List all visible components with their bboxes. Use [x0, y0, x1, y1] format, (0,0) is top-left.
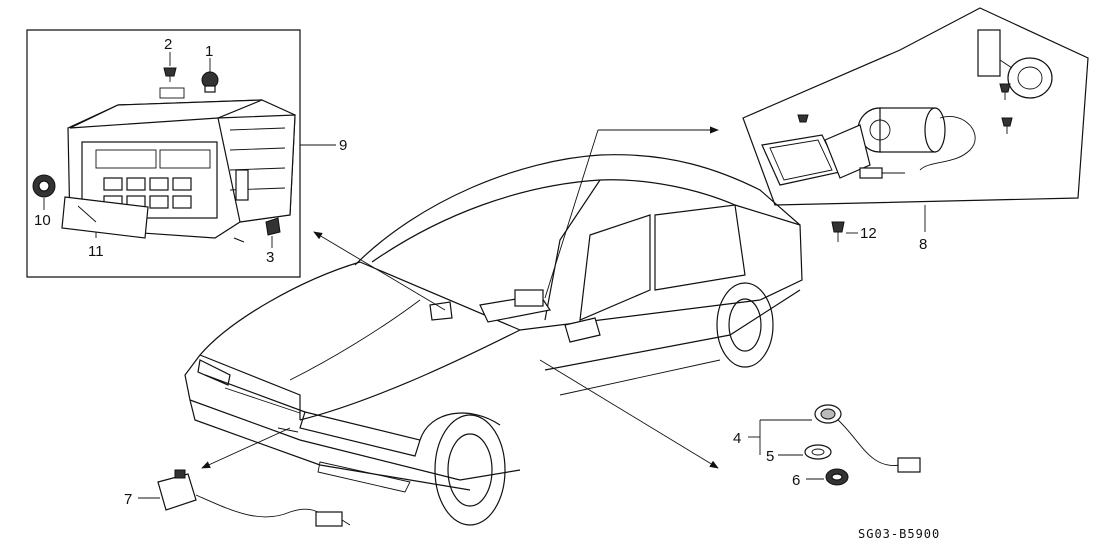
callout-5: 5	[766, 448, 774, 465]
callout-3: 3	[266, 249, 274, 266]
part-6-nut[interactable]	[825, 468, 849, 486]
diagram-code: SG03-B5900	[858, 527, 940, 541]
part-1-bulb[interactable]	[201, 71, 219, 93]
car-body	[184, 154, 803, 526]
part-12-screw[interactable]	[831, 221, 845, 242]
screw-b	[999, 83, 1011, 100]
callout-2: 2	[164, 36, 172, 53]
blower-motor-assembly[interactable]	[761, 107, 976, 186]
screw-c	[1001, 117, 1013, 134]
part-5-grommet[interactable]	[804, 444, 832, 460]
callout-7: 7	[124, 491, 132, 508]
blower-motor-box	[742, 7, 1089, 206]
arrow-to-switch	[201, 427, 291, 469]
part-3-clip[interactable]	[265, 217, 281, 236]
screw-a	[797, 114, 809, 123]
part-7-switch[interactable]	[157, 469, 351, 527]
heater-control-unit[interactable]	[67, 87, 296, 239]
part-10-knob[interactable]	[32, 174, 56, 198]
arrow-to-heater-control	[313, 231, 446, 311]
callout-8: 8	[919, 236, 927, 253]
sensor-group: 4 5 6	[733, 404, 921, 489]
switch-harness-group: 7	[124, 469, 351, 527]
arrow-to-blower-motor	[544, 129, 599, 299]
part-11-lens[interactable]	[61, 196, 149, 239]
blower-resistor[interactable]	[977, 29, 1053, 99]
callout-12: 12	[860, 225, 877, 242]
heater-control-group: 1 2 3 9 10 11	[26, 29, 347, 278]
callout-9: 9	[339, 137, 347, 154]
callout-6: 6	[792, 472, 800, 489]
callout-10: 10	[34, 212, 51, 229]
part-2-screw[interactable]	[163, 67, 177, 82]
part-4-sensor[interactable]	[814, 404, 921, 473]
callout-11: 11	[88, 243, 104, 260]
callout-1: 1	[205, 43, 213, 60]
blower-motor-group: 12 8	[742, 7, 1089, 253]
arrow-to-sensor	[539, 359, 719, 469]
heater-control-box	[26, 29, 301, 278]
small-screw	[233, 237, 245, 243]
callout-4: 4	[733, 430, 741, 447]
